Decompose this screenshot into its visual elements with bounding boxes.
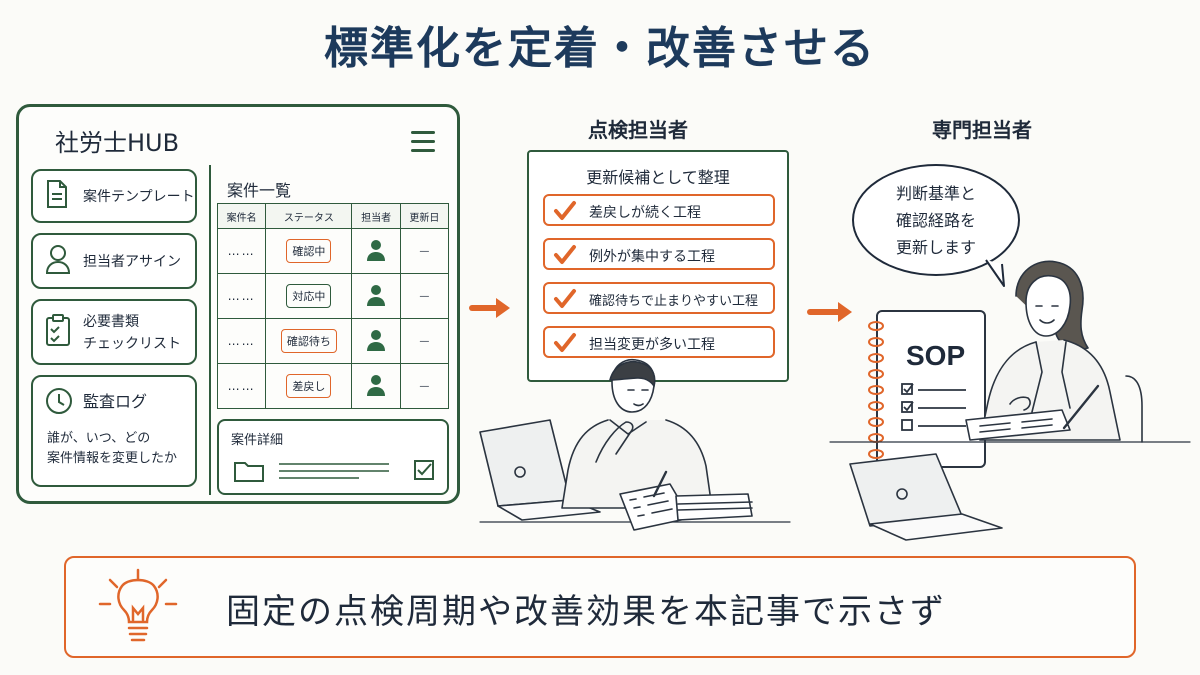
updated-date: — (399, 273, 450, 319)
hub-divider (209, 165, 211, 495)
status-badge: 差戻し (286, 374, 332, 398)
candidate-label: 確認待ちで止まりやすい工程 (589, 294, 759, 309)
case-detail-panel[interactable]: 案件詳細 (217, 419, 449, 495)
updated-date: — (399, 228, 450, 274)
case-name: …… (216, 318, 267, 364)
inspector-role-label: 点検担当者 (588, 118, 688, 142)
candidate-label: 例外が集中する工程 (589, 249, 715, 265)
candidate-item[interactable]: 差戻しが続く工程 (543, 194, 775, 226)
sidebar-item-label: 担当者アサイン (83, 254, 181, 270)
clock-icon (45, 387, 73, 419)
clipboard-check-icon (45, 313, 71, 351)
table-row[interactable]: …… 確認中 — (216, 228, 450, 274)
table-header-row: 案件名 ステータス 担当者 更新日 (216, 203, 450, 229)
updated-date: — (399, 318, 450, 364)
checkbox-icon[interactable] (413, 459, 435, 485)
assignee-icon (351, 363, 401, 409)
assignee-icon (351, 273, 401, 319)
hub-panel: 社労士HUB 案件テンプレート 担当者アサイン 必要書類 チェックリスト 監査ロ… (16, 104, 460, 504)
assignee-icon (351, 318, 401, 364)
sidebar-item-checklist[interactable]: 必要書類 チェックリスト (31, 299, 197, 365)
table-row[interactable]: …… 差戻し — (216, 363, 450, 409)
column-header: ステータス (265, 203, 353, 229)
status-badge: 確認待ち (280, 329, 337, 353)
sidebar-item-label: 案件テンプレート (83, 189, 195, 205)
check-icon (553, 288, 577, 314)
check-icon (553, 332, 577, 358)
speech-bubble: 判断基準と 確認経路を 更新します (852, 164, 1020, 276)
menu-icon[interactable] (411, 131, 435, 158)
table-row[interactable]: …… 確認待ち — (216, 318, 450, 364)
sidebar-item-label: 必要書類 チェックリスト (83, 314, 181, 352)
check-icon (553, 200, 577, 226)
candidate-item[interactable]: 担当変更が多い工程 (543, 326, 775, 358)
column-header: 案件名 (216, 203, 267, 229)
page-title: 標準化を定着・改善させる (324, 23, 876, 74)
specialist-illustration (829, 260, 1191, 541)
table-row[interactable]: …… 対応中 — (216, 273, 450, 319)
sop-label: SOP (906, 340, 966, 371)
updated-date: — (399, 363, 450, 409)
sidebar-item-audit-log[interactable]: 監査ログ 誰が、いつ、どの 案件情報を変更したか (31, 375, 197, 487)
arrow-right-icon (469, 298, 510, 318)
assignee-icon (351, 228, 401, 274)
speech-bubble-tail (985, 259, 1005, 287)
inspector-illustration (479, 358, 791, 531)
sop-checklist-icon (901, 383, 966, 431)
document-icon (45, 179, 69, 213)
footer-note: 固定の点検周期や改善効果を本記事で示さず (64, 556, 1136, 658)
detail-lines (279, 461, 399, 485)
candidates-title: 更新候補として整理 (586, 168, 730, 187)
speech-text: 判断基準と 確認経路を 更新します (895, 184, 976, 257)
column-header: 更新日 (399, 203, 450, 229)
check-icon (553, 244, 577, 270)
case-table: 案件名 ステータス 担当者 更新日 …… 確認中 — …… 対応中 — …… 確… (216, 203, 450, 409)
candidate-item[interactable]: 例外が集中する工程 (543, 238, 775, 270)
case-name: …… (216, 228, 267, 274)
specialist-role-label: 専門担当者 (932, 118, 1032, 142)
sidebar-item-assign[interactable]: 担当者アサイン (31, 233, 197, 289)
case-list-title: 案件一覧 (227, 181, 292, 200)
candidate-label: 担当変更が多い工程 (589, 337, 715, 353)
candidate-item[interactable]: 確認待ちで止まりやすい工程 (543, 282, 775, 314)
status-badge: 対応中 (286, 284, 332, 308)
status-badge: 確認中 (286, 239, 332, 263)
candidate-label: 差戻しが続く工程 (589, 205, 701, 221)
hub-title: 社労士HUB (55, 129, 180, 157)
sidebar-item-template[interactable]: 案件テンプレート (31, 169, 197, 223)
case-name: …… (216, 273, 267, 319)
case-detail-title: 案件詳細 (231, 433, 284, 448)
case-name: …… (216, 363, 267, 409)
update-candidates-panel: 更新候補として整理 差戻しが続く工程 例外が集中する工程 確認待ちで止まりやすい… (527, 150, 789, 382)
footer-text: 固定の点検周期や改善効果を本記事で示さず (226, 592, 946, 632)
person-icon (45, 244, 71, 278)
lightbulb-icon (98, 568, 178, 642)
arrow-right-icon (807, 302, 852, 322)
audit-log-description: 誰が、いつ、どの 案件情報を変更したか (47, 431, 178, 466)
sidebar-item-label: 監査ログ (83, 392, 148, 411)
column-header: 担当者 (351, 203, 401, 229)
folder-icon (233, 459, 265, 487)
